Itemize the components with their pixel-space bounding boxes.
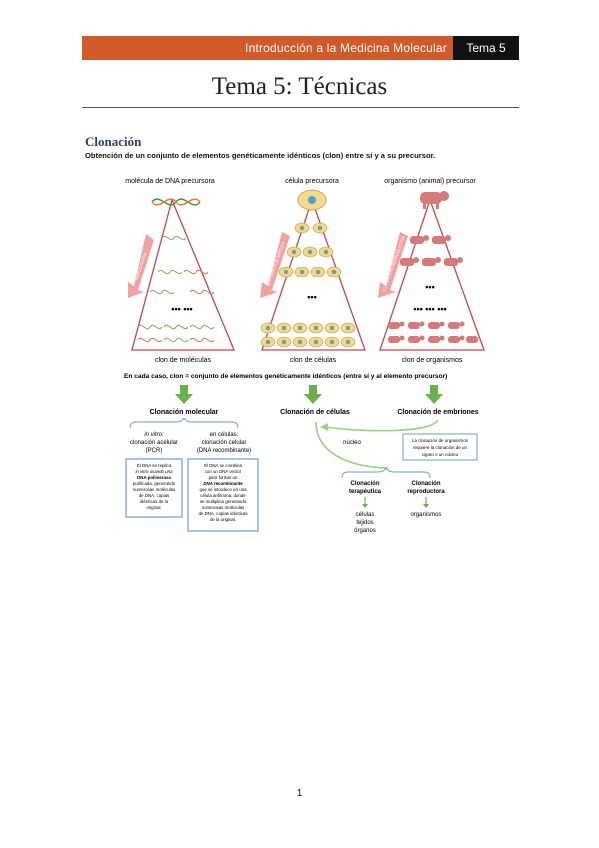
svg-text:El DNA se replica: El DNA se replica (137, 463, 172, 468)
label-molecule-clone: clon de moléculas (155, 357, 212, 364)
svg-text:órganos: órganos (354, 528, 376, 534)
cell-cloning-title: Clonación de células (280, 409, 350, 416)
svg-text:célula anfitriona, donde: célula anfitriona, donde (200, 493, 246, 498)
title-divider (82, 107, 519, 108)
svg-text:clonación acelular: clonación acelular (130, 440, 178, 446)
header-topic-label: Tema 5 (453, 36, 519, 60)
organism-triangle (379, 198, 485, 351)
svg-text:de DNA, copias idénticas: de DNA, copias idénticas (198, 511, 248, 516)
cell-clones (260, 222, 356, 348)
animal-clones (388, 235, 478, 343)
label-cell-precursor: célula precursora (285, 178, 339, 185)
precursor-cell-icon (297, 189, 327, 211)
svg-text:organismos: organismos (410, 512, 441, 518)
pcr-box (125, 458, 183, 518)
svg-text:cigoto o un núcleo: cigoto o un núcleo (422, 452, 459, 457)
svg-text:purificada, generando: purificada, generando (133, 481, 176, 486)
curved-arrow-top (324, 419, 439, 432)
green-down-arrows (175, 385, 443, 404)
curved-arrow-down (315, 421, 389, 469)
section-description: Obtención de un conjunto de elementos ge… (85, 151, 436, 160)
label-dna-precursor: molécula de DNA precursora (125, 178, 215, 185)
svg-text:requiere la clonación de un: requiere la clonación de un (413, 445, 468, 450)
svg-text:reproductora: reproductora (407, 489, 445, 495)
molecular-cloning-title: Clonación molecular (150, 409, 219, 416)
embryo-cloning-title: Clonación de embriones (397, 409, 478, 416)
cloning-figure: molécula de DNA precursora célula precur… (124, 178, 485, 534)
section-heading: Clonación (85, 134, 142, 149)
svg-text:(PCR): (PCR) (146, 448, 163, 454)
svg-text:••• ••• •••: ••• ••• ••• (413, 304, 446, 314)
svg-text:in vitro usando una: in vitro usando una (135, 469, 173, 474)
svg-text:numerosas moléculas: numerosas moléculas (133, 487, 177, 492)
recombinant-box (187, 458, 259, 532)
label-organism-clone: clon de organismos (402, 357, 463, 364)
label-cell-clone: clon de células (290, 357, 337, 364)
nucleus-label: núcleo (343, 440, 361, 446)
organism-cloning-note (402, 433, 478, 461)
cell-ellipsis: ••• (307, 292, 316, 302)
reproductive-title: Clonación (411, 481, 440, 487)
page-title: Tema 5: Técnicas (211, 73, 388, 100)
svg-text:células: células (356, 512, 375, 518)
svg-text:El DNA se combina: El DNA se combina (204, 463, 242, 468)
dna-helix-icon (151, 198, 201, 206)
svg-text:de la original.: de la original. (210, 517, 236, 522)
label-organism-precursor: organismo (animal) precursor (384, 178, 476, 185)
svg-text:idénticas de la: idénticas de la (140, 499, 169, 504)
svg-text:DNA recombinante: DNA recombinante (203, 481, 243, 486)
dna-triangle (131, 197, 235, 351)
precursor-animal-icon (420, 191, 449, 209)
pcr-box-text: El DNA se replica in vitro usando una DN… (133, 463, 177, 510)
therapeutic-title: Clonación (350, 481, 379, 487)
svg-text:in vitro:: in vitro: (144, 432, 164, 438)
animal-ellipsis: ••• (425, 282, 434, 292)
svg-text:(DNA recombinante): (DNA recombinante) (197, 448, 251, 454)
svg-text:DNA polimerasa: DNA polimerasa (137, 475, 171, 480)
replication-arrow: REPLICACIÓN (128, 234, 154, 298)
header-course-title: Introducción a la Medicina Molecular (82, 36, 453, 60)
svg-text:clonación celular: clonación celular (202, 440, 247, 446)
svg-text:se multiplica generando: se multiplica generando (200, 499, 247, 504)
figure-caption: En cada caso, clon = conjunto de element… (124, 373, 447, 380)
svg-text:La clonación de organismos: La clonación de organismos (412, 438, 469, 443)
page-header: Introducción a la Medicina Molecular Tem… (82, 36, 519, 60)
page-number: 1 (296, 788, 303, 799)
svg-text:terapéutica: terapéutica (349, 489, 382, 495)
recombinant-box-text: El DNA se combina con un DNA vector para… (198, 463, 248, 522)
svg-text:en células:: en células: (210, 432, 239, 438)
svg-text:con un DNA vector: con un DNA vector (205, 469, 242, 474)
svg-text:que se introduce en una: que se introduce en una (199, 487, 247, 492)
svg-text:DIVISIÓN POR MITOSIS: DIVISIÓN POR MITOSIS (265, 240, 286, 286)
svg-text:original.: original. (146, 505, 161, 510)
dna-copies (137, 235, 215, 343)
svg-text:para formar un: para formar un (209, 475, 238, 480)
svg-text:numerosas moléculas: numerosas moléculas (202, 505, 246, 510)
dna-ellipsis: ••• ••• (171, 304, 192, 314)
svg-text:tejidos: tejidos (356, 520, 373, 526)
branch-brace (341, 466, 431, 479)
molecular-brace (129, 416, 239, 429)
mitosis-arrow: DIVISIÓN POR MITOSIS (260, 232, 290, 298)
svg-text:de DNA, copias: de DNA, copias (139, 493, 170, 498)
